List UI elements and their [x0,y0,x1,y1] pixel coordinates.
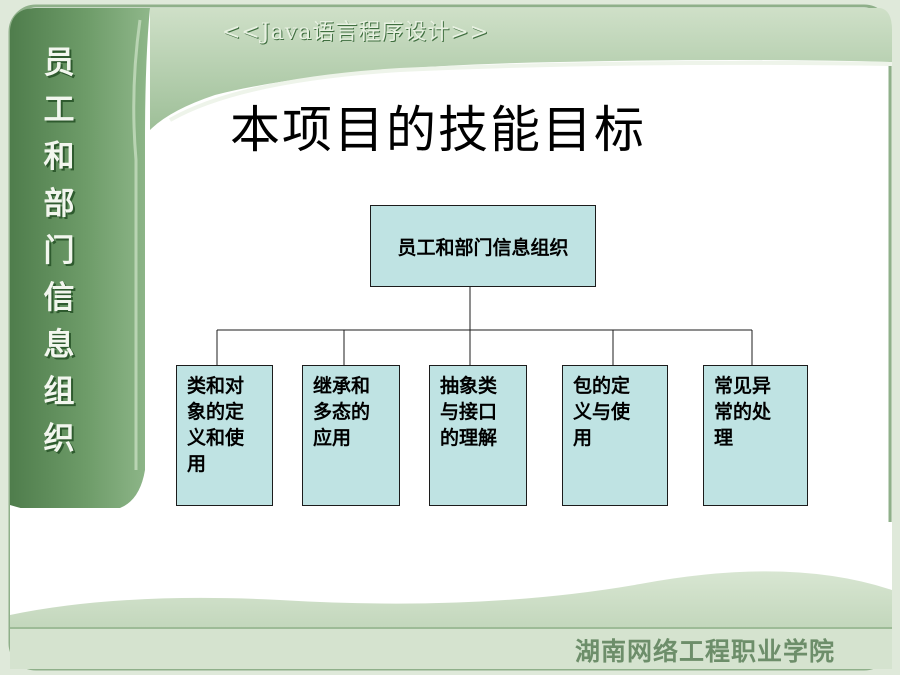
child-node-line: 的理解 [440,427,498,449]
child-node-line: 类和对 [187,375,245,397]
child-node-line: 用 [573,427,593,449]
child-node-line: 包的定 [573,375,631,397]
slide-title: 本项目的技能目标 [230,101,646,159]
child-node-line: 义与使 [573,401,631,423]
child-node-packages: 包的定 义与使 用 [562,365,668,506]
child-node-abstract-interface: 抽象类 与接口 的理解 [429,365,527,506]
side-title-char: 息 [43,327,75,363]
child-node-line: 与接口 [440,401,498,423]
side-title: 员 工 和 部 门 信 息 组 织 [36,40,82,470]
child-node-line: 象的定 [187,401,245,423]
child-node-line: 抽象类 [440,375,498,397]
school-name: 湖南网络工程职业学院 [575,637,836,666]
child-node-line: 应用 [313,427,352,449]
child-node-classes-objects: 类和对 象的定 义和使 用 [176,365,273,506]
side-title-char: 部 [43,186,75,222]
course-title: <<Java语言程序设计>> [222,20,490,45]
side-title-char: 组 [43,374,75,410]
child-node-line: 用 [187,453,207,475]
side-title-char: 和 [43,139,75,175]
child-node-line: 多态的 [313,401,371,423]
child-node-line: 理 [714,427,734,449]
side-title-char: 信 [43,280,75,316]
child-node-inheritance: 继承和 多态的 应用 [302,365,400,506]
child-node-line: 常见异 [714,375,772,397]
side-title-char: 员 [43,45,75,81]
child-node-line: 义和使 [187,427,245,449]
child-node-line: 常的处 [714,401,772,423]
child-node-line: 继承和 [313,375,371,397]
side-title-char: 织 [43,421,75,457]
child-node-exceptions: 常见异 常的处 理 [703,365,808,506]
root-node: 员工和部门信息组织 [370,205,596,287]
side-title-char: 门 [43,233,75,269]
side-title-char: 工 [43,92,75,128]
